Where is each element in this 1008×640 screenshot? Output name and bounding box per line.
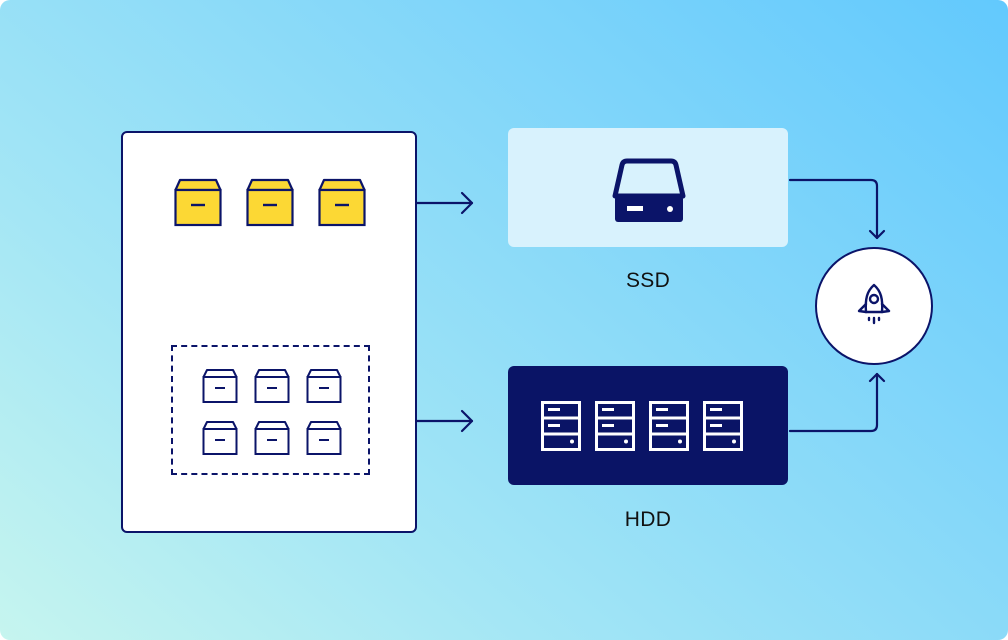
arrow-ssd-to-hub bbox=[788, 178, 886, 240]
drive-icon bbox=[612, 158, 686, 222]
package-icon bbox=[174, 178, 222, 227]
package-icon bbox=[306, 369, 342, 403]
package-icon bbox=[254, 369, 290, 403]
server-rack-icon bbox=[649, 401, 689, 451]
hdd-label: HDD bbox=[624, 508, 672, 531]
package-icon bbox=[306, 421, 342, 455]
package-icon bbox=[318, 178, 366, 227]
cold-data-group bbox=[171, 345, 370, 475]
package-icon bbox=[202, 369, 238, 403]
package-icon bbox=[202, 421, 238, 455]
server-rack-icon bbox=[541, 401, 581, 451]
server-rack-icon bbox=[703, 401, 743, 451]
ssd-card bbox=[508, 128, 788, 247]
hub-circle bbox=[815, 247, 933, 365]
package-icon bbox=[246, 178, 294, 227]
ssd-label: SSD bbox=[625, 269, 671, 292]
arrow-hdd-to-hub bbox=[788, 372, 886, 433]
rocket-icon bbox=[857, 283, 891, 325]
server-rack-icon bbox=[595, 401, 635, 451]
package-icon bbox=[254, 421, 290, 455]
